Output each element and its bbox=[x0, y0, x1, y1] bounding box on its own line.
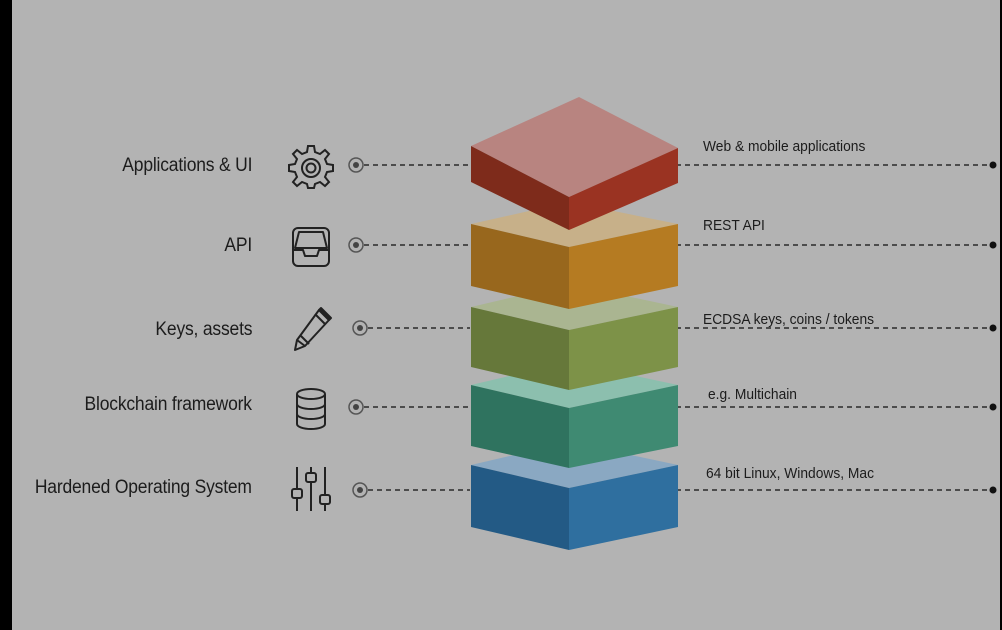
pencil-icon bbox=[294, 307, 332, 351]
connector-row-applications bbox=[348, 157, 997, 173]
layer-block-applications bbox=[471, 97, 678, 230]
layer-description-keys: ECDSA keys, coins / tokens bbox=[703, 311, 875, 328]
layer-label-keys: Keys, assets bbox=[155, 319, 252, 340]
layer-label-api: API bbox=[224, 235, 252, 256]
connector-row-api bbox=[348, 237, 997, 253]
inbox-tray-icon bbox=[292, 227, 330, 267]
layer-description-blockchain: e.g. Multichain bbox=[708, 386, 797, 403]
database-icon bbox=[296, 388, 326, 430]
layer-label-os: Hardened Operating System bbox=[35, 477, 252, 498]
layer-description-applications: Web & mobile applications bbox=[703, 138, 866, 155]
connector-row-keys bbox=[352, 320, 997, 336]
layer-description-api: REST API bbox=[703, 217, 765, 234]
gear-icon bbox=[288, 145, 334, 189]
layer-label-applications: Applications & UI bbox=[122, 155, 252, 176]
layer-description-os: 64 bit Linux, Windows, Mac bbox=[706, 465, 874, 482]
connector-row-os bbox=[352, 482, 997, 498]
sliders-icon bbox=[291, 467, 331, 511]
layer-label-blockchain: Blockchain framework bbox=[84, 394, 252, 415]
connector-row-blockchain bbox=[348, 399, 997, 415]
